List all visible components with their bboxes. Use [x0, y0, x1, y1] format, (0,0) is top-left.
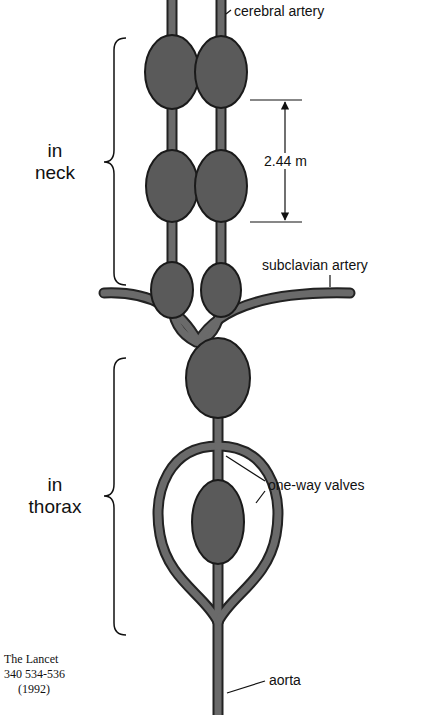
extension-line — [250, 221, 302, 222]
neck-brace — [104, 38, 126, 285]
region-label: in thorax — [25, 474, 85, 518]
neck-pump — [151, 262, 193, 318]
artery-label: cerebral artery — [234, 3, 324, 19]
valve-label: one-way valves — [268, 477, 365, 493]
leader-line — [329, 275, 330, 287]
region-label: in neck — [25, 140, 85, 184]
neck-pump — [201, 263, 241, 317]
artery-label: subclavian artery — [262, 257, 368, 273]
citation-text: 340 534-536 — [4, 667, 65, 681]
citation-text: (1992) — [18, 682, 50, 696]
leader-line — [226, 456, 265, 481]
neck-pump — [145, 35, 199, 109]
leader-line — [256, 491, 265, 503]
thorax-pump — [192, 480, 244, 564]
thorax-pump — [186, 338, 250, 418]
thorax-brace — [104, 358, 126, 635]
pump-ovals — [145, 35, 250, 564]
dimension-label: 2.44 m — [262, 153, 309, 169]
neck-pump — [146, 150, 198, 222]
citation-text: The Lancet — [4, 652, 58, 666]
leader-line — [227, 681, 265, 693]
braces — [104, 38, 126, 635]
neck-pump — [195, 36, 247, 108]
artery-label: aorta — [269, 672, 301, 688]
leader-lines — [226, 10, 330, 693]
vessels — [104, 0, 350, 715]
leader-line — [226, 10, 231, 14]
neck-pump — [195, 150, 247, 222]
extension-line — [250, 99, 302, 100]
